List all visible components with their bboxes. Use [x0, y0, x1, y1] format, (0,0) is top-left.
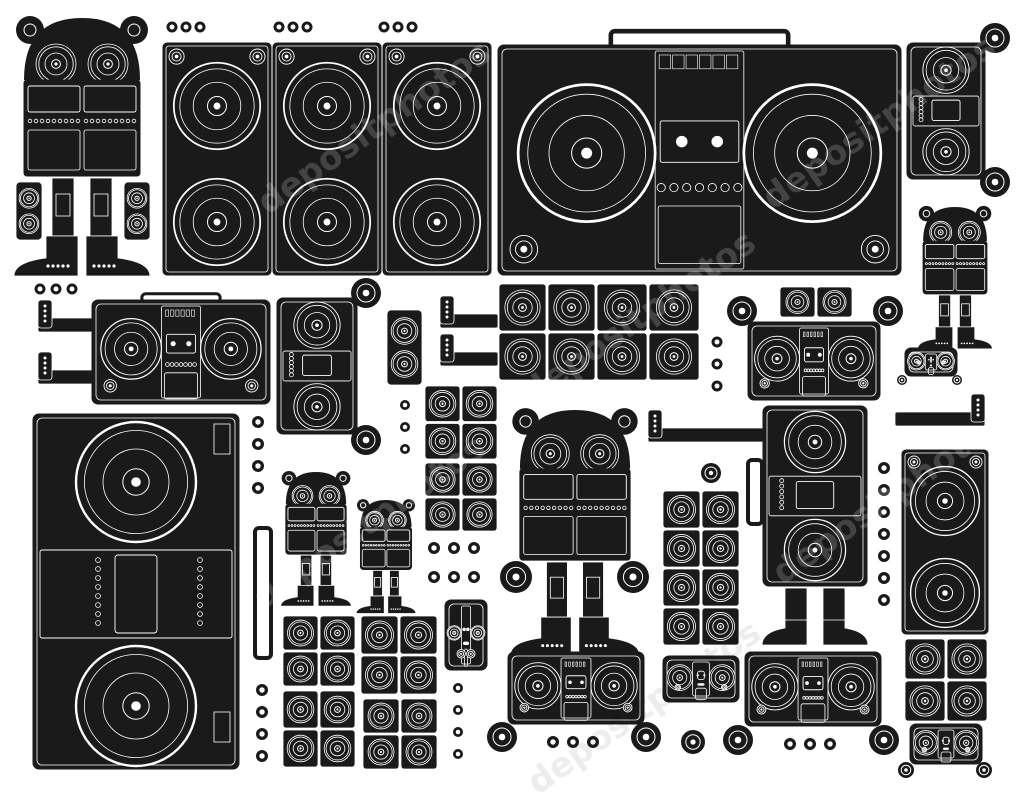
dots-top-2: [273, 21, 313, 33]
robot-boombox-right: [746, 458, 869, 646]
wheel-top-right-2: [980, 167, 1010, 197]
arm-center-lower: [439, 333, 499, 367]
tall-speaker-right: [901, 449, 989, 635]
dots-mid-column: [400, 400, 410, 454]
dots-top-1: [166, 21, 206, 33]
speaker-small-mid: [386, 309, 423, 386]
speaker-grid-center-b: [424, 462, 498, 532]
boombox-small-center: [444, 599, 488, 671]
boombox-vertical-mid: [276, 297, 358, 435]
speaker-grid-small-row2: [779, 286, 853, 318]
arm-center-right: [647, 409, 769, 443]
dots-center-row-a: [428, 542, 480, 554]
robot-small-1: [280, 470, 352, 607]
boombox-bottom-center: [507, 651, 645, 725]
speaker-grid-lower-4: [362, 698, 438, 770]
dots-lower-left: [252, 416, 264, 494]
speaker-grid-lower-3: [282, 690, 356, 768]
dots-row2-left: [34, 283, 78, 295]
tall-speaker-1: [162, 42, 272, 276]
dots-center-col: [453, 683, 463, 759]
wheel-bottom-center-2: [631, 722, 661, 752]
wheel-center-2: [617, 561, 649, 593]
speaker-grid-right-bottom: [904, 638, 988, 722]
boombox-vertical-top-right: [906, 42, 986, 180]
boombox-small-bottom-right: [662, 655, 740, 703]
boombox-tiny-right: [904, 347, 958, 377]
speaker-robot-arm-right: [123, 181, 151, 241]
robot-center: [509, 408, 641, 656]
wheel-bottom-right-2: [869, 725, 899, 755]
arm-center-upper: [439, 295, 499, 329]
wheel-mid-2: [351, 425, 381, 455]
speaker-grid-center-a: [424, 385, 498, 460]
wheel-right-1: [701, 463, 721, 483]
wheel-top-right-1: [980, 23, 1010, 53]
robot-small-2: [355, 499, 417, 614]
wheel-right-2: [681, 730, 705, 754]
boombox-large-vertical: [32, 413, 273, 770]
wheel-bottom-center-1: [487, 722, 517, 752]
speaker-grid-lower-2: [360, 615, 438, 695]
robot-top-left: [13, 16, 151, 277]
wheel-mid-1: [351, 278, 381, 308]
wheel-center-1: [500, 561, 532, 593]
wheel-row2-right-1: [727, 296, 757, 326]
dots-center-row-b: [428, 571, 480, 583]
dots-row2-center: [711, 336, 723, 392]
wheel-tiny-1: [897, 375, 907, 385]
wheel-tiny-2: [952, 375, 962, 385]
big-boombox: [497, 28, 902, 276]
speaker-grid-row2b: [596, 283, 700, 381]
wheel-bottom-right-1: [723, 725, 753, 755]
dots-top-3: [378, 21, 418, 33]
speaker-grid-row2a: [498, 283, 596, 381]
dots-bottom-right: [784, 738, 836, 750]
dots-right-col: [878, 462, 890, 606]
dots-lower-left-b: [256, 684, 268, 762]
arm-left-upper: [37, 299, 95, 333]
boombox-middle-left: [91, 292, 271, 405]
speaker-grid-lower-1: [282, 615, 356, 687]
wheel-br-1: [898, 762, 914, 778]
arm-left-lower: [37, 351, 95, 385]
robot-small-right: [917, 205, 993, 350]
dots-bottom-center: [547, 736, 599, 748]
wheel-row2-right-2: [873, 296, 903, 326]
tall-speaker-2: [272, 42, 382, 276]
speaker-robot-arm-left: [15, 181, 43, 241]
boombox-row2-right: [747, 321, 881, 401]
speaker-grid-right-tall: [662, 490, 740, 646]
boombox-vertical-right: [762, 405, 868, 587]
wheel-br-2: [976, 762, 992, 778]
tall-speaker-3: [382, 42, 492, 276]
boombox-bottom-right-tiny: [909, 723, 983, 765]
boombox-bottom-right: [744, 651, 882, 727]
arm-right: [894, 393, 986, 427]
